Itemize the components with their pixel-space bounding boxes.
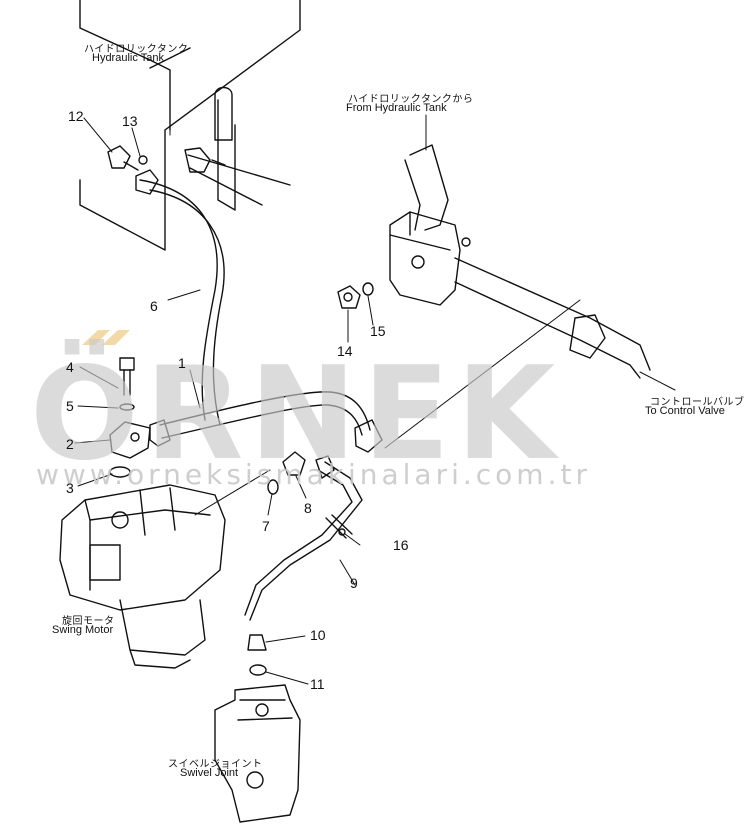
clamp-16 [325,514,353,539]
from-tank-label: From Hydraulic Tank [346,102,447,114]
part-number-7: 7 [262,518,270,534]
control-valve-label: To Control Valve [645,405,725,417]
flange-2 [109,421,151,459]
leader-lines [74,69,676,685]
part-number-10: 10 [310,627,326,643]
part-number-1: 1 [178,355,186,371]
o-ring-3 [109,466,131,478]
tank-pipe [184,147,291,206]
elbow-fitting-12 [107,145,148,171]
part-number-8: 8 [304,500,312,516]
bolt-4 [119,357,135,396]
control-valve-label-jp: コントロールバルブへ [650,397,744,408]
adapter-8 [282,451,306,476]
part-number-6: 6 [150,298,158,314]
part-number-5: 5 [66,398,74,414]
part-number-4: 4 [66,359,74,375]
part-number-14: 14 [337,343,353,359]
watermark-brand: ÖRNEK [30,340,562,489]
washer-5 [119,403,135,411]
adapter-10 [247,634,267,651]
hose-1 [149,391,383,453]
swing-motor-label-jp: 旋回モータ [62,616,115,627]
part-number-9: 9 [350,575,358,591]
part-number-3: 3 [66,480,74,496]
part-number-2: 2 [66,436,74,452]
swivel-joint-label-jp: スイベルジョイント [168,759,263,770]
hydraulic-tank-label-jp: ハイドロリックタンク [84,44,189,55]
o-ring-15 [362,282,374,296]
valve-block [389,211,471,306]
suction-pipe [404,144,449,231]
hydraulic-tank-label: Hydraulic Tank [92,52,164,64]
control-valve-pipe [454,257,651,379]
part-number-15: 15 [370,323,386,339]
from-tank-label-jp: ハイドロリックタンクから [348,94,474,105]
watermark-url: www.orneksismakinalari.com.tr [36,458,591,491]
hydraulic-tank [79,0,301,251]
part-number-12: 12 [68,108,84,124]
o-ring-11 [249,664,267,676]
nut-14 [337,285,361,309]
swivel-joint [214,684,301,823]
watermark-logo [82,330,130,345]
tube-9 [244,455,363,621]
swivel-joint-label: Swivel Joint [180,767,239,779]
part-number-13: 13 [122,113,138,129]
swing-motor-label: Swing Motor [52,624,114,636]
o-ring-7 [267,479,279,495]
part-number-11: 11 [310,676,325,692]
hose-6 [135,169,225,426]
swing-motor [59,484,226,669]
part-number-16: 16 [393,537,409,553]
